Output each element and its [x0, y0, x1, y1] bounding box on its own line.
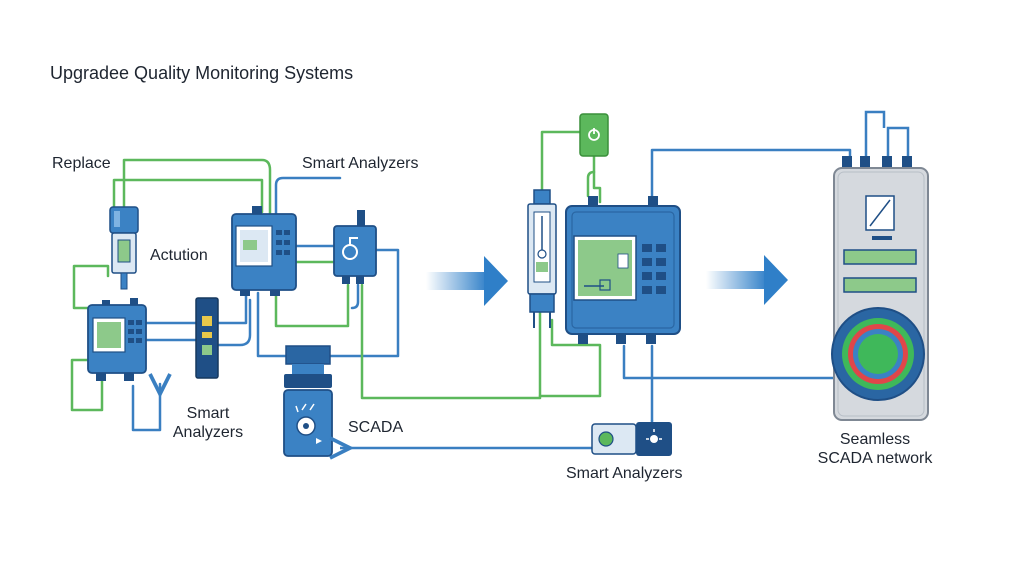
- label-smart-analyzers-left: Smart Analyzers: [172, 405, 244, 441]
- diagram-title: Upgradee Quality Monitoring Systems: [50, 63, 354, 83]
- label-scada: SCADA: [348, 419, 404, 436]
- flow-arrow-2: [706, 255, 788, 305]
- label-smart-analyzers-top: Smart Analyzers: [302, 155, 419, 172]
- controller-left: [87, 298, 147, 381]
- smart-analyzer-bottom: [591, 422, 672, 456]
- center-wiring: [538, 130, 852, 422]
- flow-arrow-1: [426, 256, 508, 306]
- smart-analyzer-box: [333, 210, 377, 284]
- left-cluster-wiring: [70, 158, 542, 432]
- label-smart-analyzers-bottom: Smart Analyzers: [566, 465, 683, 482]
- inline-module: [195, 297, 219, 379]
- label-replace: Replace: [52, 155, 111, 172]
- power-switch: [579, 113, 609, 157]
- scada-cabinet: [831, 156, 929, 421]
- cabinet-wiring: [864, 110, 910, 160]
- main-controller: [565, 196, 681, 344]
- controller-center-left: [231, 206, 297, 296]
- probe-sensor-center: [527, 189, 557, 328]
- sensor-probe-top-left: [109, 206, 139, 290]
- label-actution: Actution: [150, 247, 208, 264]
- label-seamless-scada: Seamless SCADA network: [817, 431, 933, 467]
- scada-unit: [283, 345, 333, 457]
